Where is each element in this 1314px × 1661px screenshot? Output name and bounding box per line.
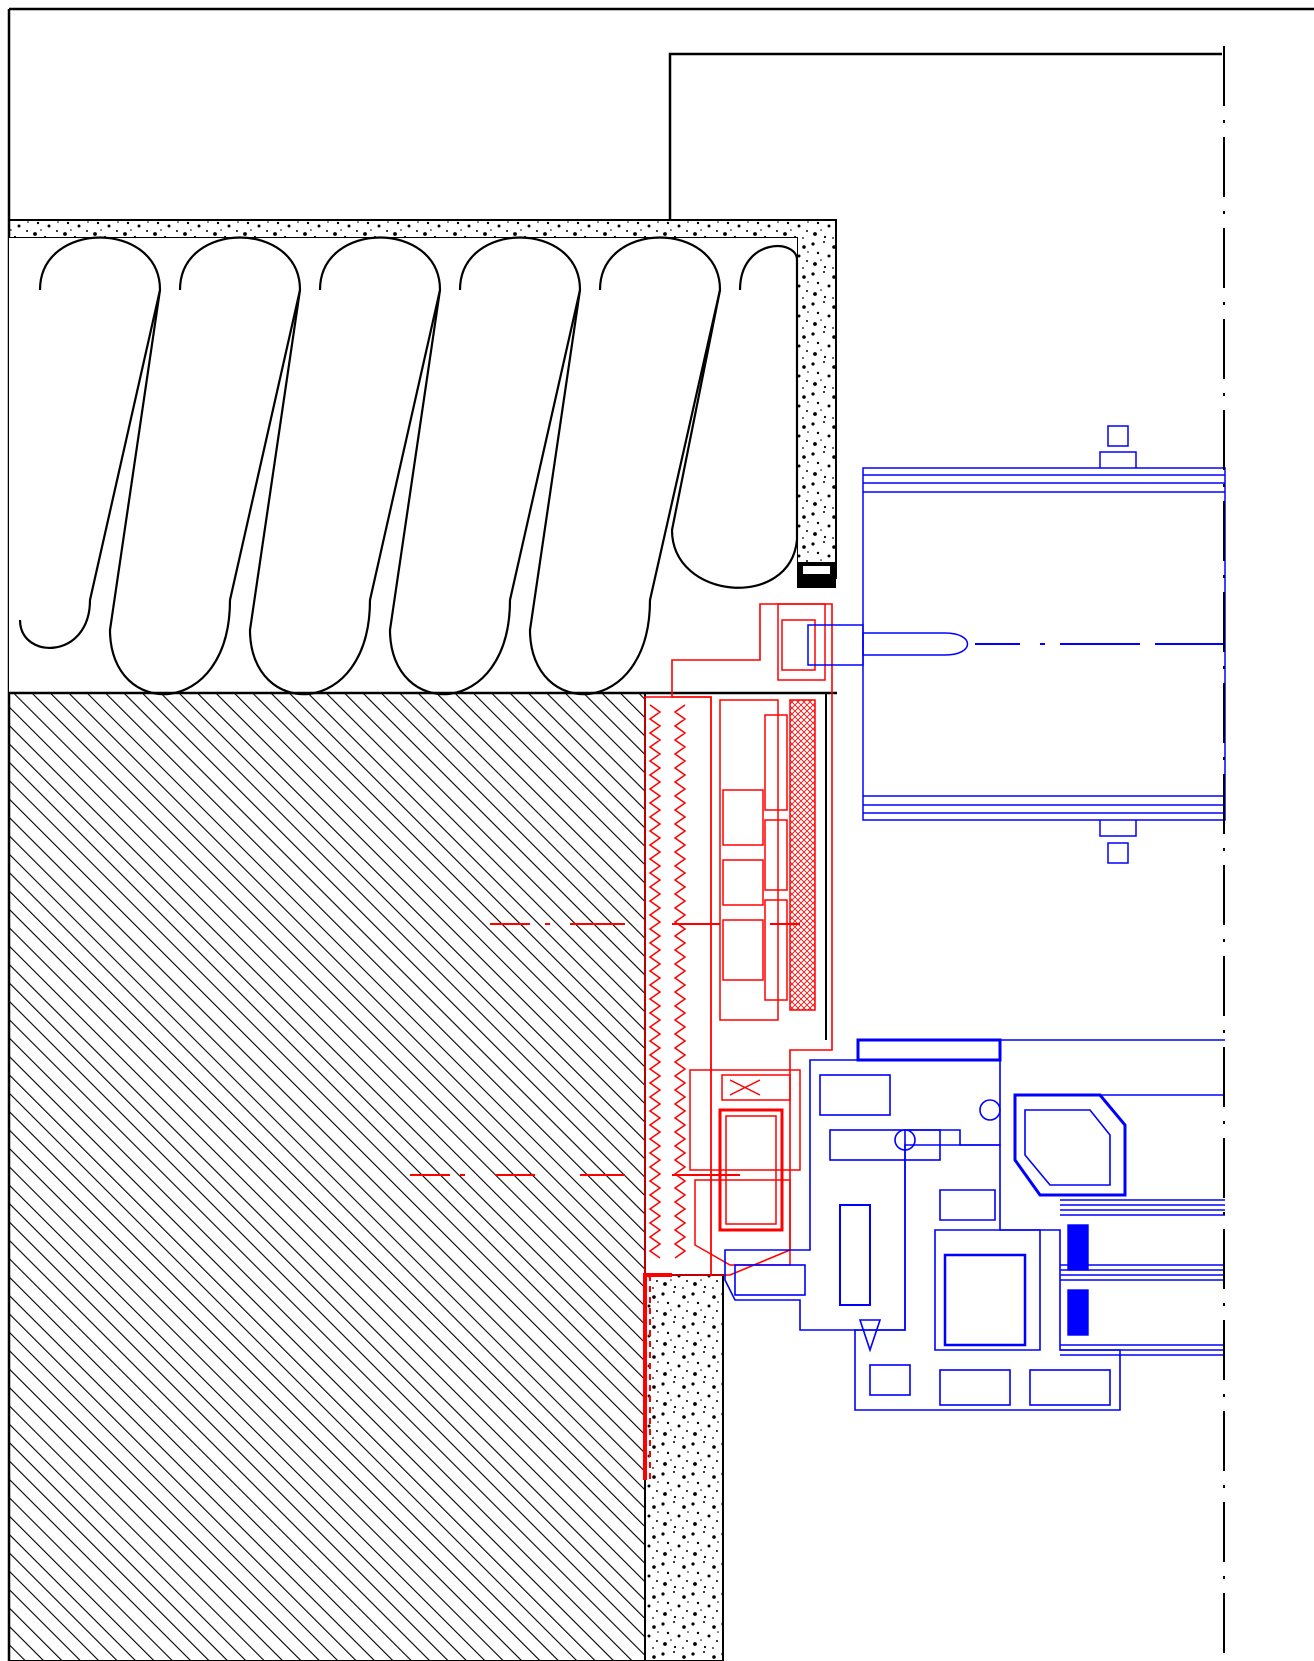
- blue-roller-shutter: [807, 425, 1226, 864]
- red-installation-profile: [643, 603, 833, 1480]
- insulation-batts: [9, 236, 837, 696]
- masonry-wall-hatch: [8, 692, 646, 1661]
- top-box: [668, 52, 1222, 219]
- red-centerlines: [410, 923, 800, 1176]
- blue-glazing: [1000, 1039, 1225, 1356]
